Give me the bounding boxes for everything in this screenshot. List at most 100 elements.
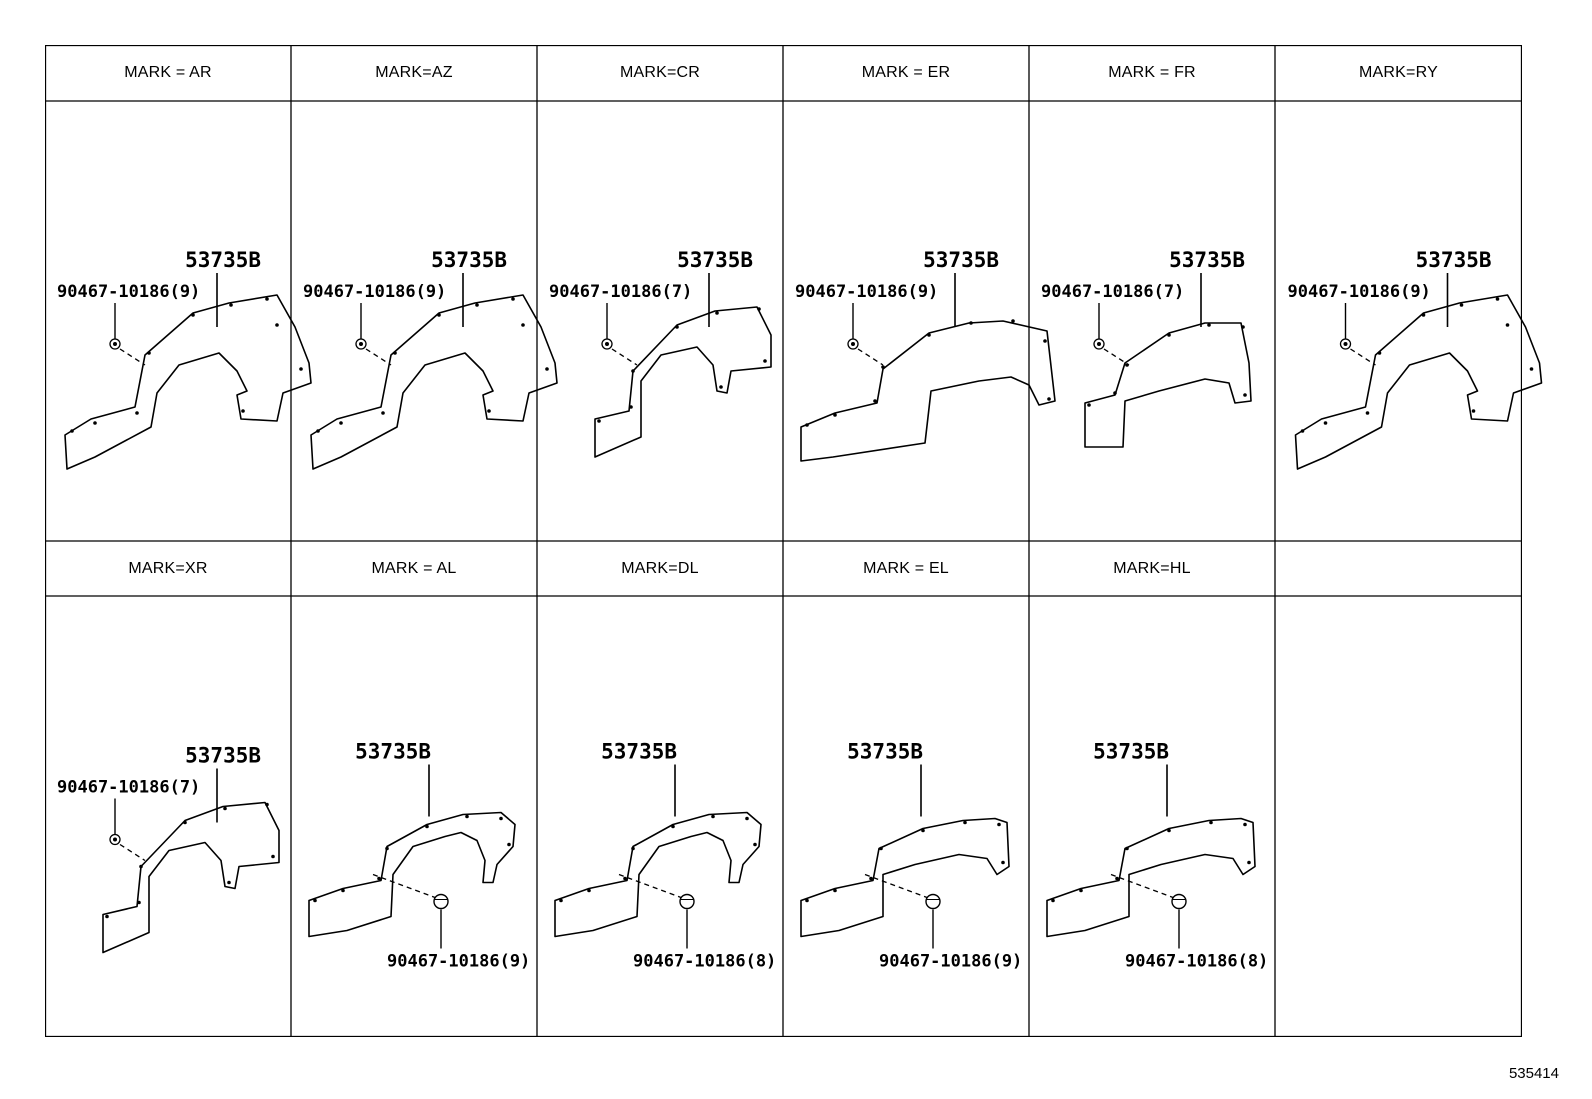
mounting-hole	[1471, 409, 1476, 413]
parts-grid: MARK = AR MARK=AZ MARK=CR MARK = ER MARK…	[45, 45, 1543, 1037]
clip-part-number-label: 90467-10186(8)	[1125, 952, 1268, 972]
part-number-label: 53735B	[185, 744, 261, 768]
clip-icon	[433, 893, 449, 910]
mounting-hole	[1459, 303, 1464, 307]
fender-liner-drawing: 53735B 90467-10186(7)	[549, 248, 772, 458]
fender-liner-drawing: 53735B 90467-10186(9)	[308, 740, 530, 972]
mounting-hole	[1051, 898, 1055, 903]
clip-part-number-label: 90467-10186(9)	[795, 282, 938, 302]
mark-label-hl: MARK=HL	[1113, 559, 1191, 577]
mark-label-al: MARK = AL	[371, 559, 457, 577]
part-number-label: 53735B	[431, 248, 507, 272]
mark-label-ar: MARK = AR	[124, 64, 212, 81]
mark-label-er: MARK = ER	[861, 64, 951, 81]
fender-liner-drawing: 53735B 90467-10186(9)	[57, 248, 312, 470]
clip-icon	[601, 338, 613, 350]
mounting-hole	[1421, 313, 1426, 317]
mounting-hole	[229, 303, 233, 307]
part-number-label: 53735B	[355, 740, 431, 764]
mounting-hole	[341, 888, 345, 893]
fender-liner-drawing: 53735B 90467-10186(9)	[1288, 248, 1543, 470]
mounting-hole	[597, 419, 601, 423]
mark-label-ry: MARK=RY	[1359, 64, 1438, 81]
clip-icon	[1339, 338, 1352, 350]
mounting-hole	[559, 898, 563, 903]
mounting-hole	[139, 864, 143, 869]
mounting-hole	[385, 846, 389, 851]
mark-label-el: MARK = EL	[863, 559, 949, 577]
mounting-hole	[135, 411, 139, 415]
part-number-label: 53735B	[847, 740, 923, 764]
mounting-hole	[719, 385, 723, 389]
mounting-hole	[1047, 397, 1051, 401]
mounting-hole	[275, 323, 279, 327]
part-number-label: 53735B	[677, 248, 753, 272]
mounting-hole	[223, 806, 227, 811]
drawing-cell: 53735B 90467-10186(9)	[45, 101, 312, 541]
clip-part-number-label: 90467-10186(9)	[1288, 282, 1431, 302]
fender-liner-outline	[102, 801, 280, 954]
mounting-hole	[763, 359, 767, 363]
drawing-cell: 53735B 90467-10186(9)	[291, 101, 558, 541]
fender-liner-outline	[800, 817, 1010, 938]
clip-part-number-label: 90467-10186(7)	[1041, 282, 1184, 302]
mounting-hole	[671, 824, 675, 829]
mounting-hole	[521, 323, 525, 327]
mounting-hole	[629, 405, 633, 409]
mounting-hole	[1207, 323, 1211, 327]
mounting-hole	[997, 822, 1001, 827]
drawing-cell: 53735B 90467-10186(9)	[1275, 101, 1543, 541]
mounting-hole	[475, 303, 479, 307]
mounting-hole	[183, 820, 187, 825]
clip-icon	[679, 893, 695, 910]
clip-part-number-label: 90467-10186(7)	[549, 282, 692, 302]
drawing-cell: 53735B 90467-10186(9)	[291, 596, 537, 1037]
mounting-hole	[1087, 403, 1091, 407]
clip-part-number-label: 90467-10186(9)	[303, 282, 446, 302]
clip-part-number-label: 90467-10186(9)	[387, 952, 530, 972]
mounting-hole	[1115, 876, 1119, 881]
mounting-hole	[757, 307, 761, 311]
mounting-hole	[969, 321, 973, 325]
fender-liner-outline	[1046, 817, 1256, 938]
mounting-hole	[1079, 888, 1083, 893]
mark-label-fr: MARK = FR	[1108, 64, 1196, 81]
clip-icon	[355, 338, 367, 350]
mounting-hole	[921, 828, 925, 833]
fender-liner-outline	[308, 811, 516, 938]
mounting-hole	[879, 846, 883, 851]
fender-liner-outline	[594, 306, 772, 458]
mounting-hole	[241, 409, 245, 413]
mounting-hole	[881, 365, 885, 369]
mounting-hole	[1495, 297, 1500, 301]
part-number-label: 53735B	[601, 740, 677, 764]
mounting-hole	[1243, 393, 1247, 397]
part-number-label: 53735B	[185, 248, 261, 272]
mounting-hole	[1001, 860, 1005, 865]
mounting-hole	[753, 842, 757, 847]
mounting-hole	[70, 429, 74, 433]
mounting-hole	[147, 351, 151, 355]
mounting-hole	[1377, 351, 1382, 355]
mounting-hole	[545, 367, 549, 371]
mounting-hole	[299, 367, 303, 371]
fender-liner-outline	[1084, 322, 1252, 448]
clip-part-number-label: 90467-10186(9)	[57, 282, 200, 302]
mounting-hole	[265, 297, 269, 301]
mounting-hole	[271, 854, 275, 859]
part-number-label: 53735B	[1416, 248, 1492, 272]
mounting-hole	[631, 846, 635, 851]
fender-liner-drawing: 53735B 90467-10186(9)	[303, 248, 558, 470]
fender-liner-drawing: 53735B 90467-10186(7)	[1041, 248, 1252, 448]
part-number-label: 53735B	[1169, 248, 1245, 272]
mark-label-xr: MARK=XR	[128, 559, 208, 577]
mounting-hole	[339, 421, 343, 425]
mounting-hole	[227, 880, 231, 885]
mounting-hole	[833, 413, 837, 417]
